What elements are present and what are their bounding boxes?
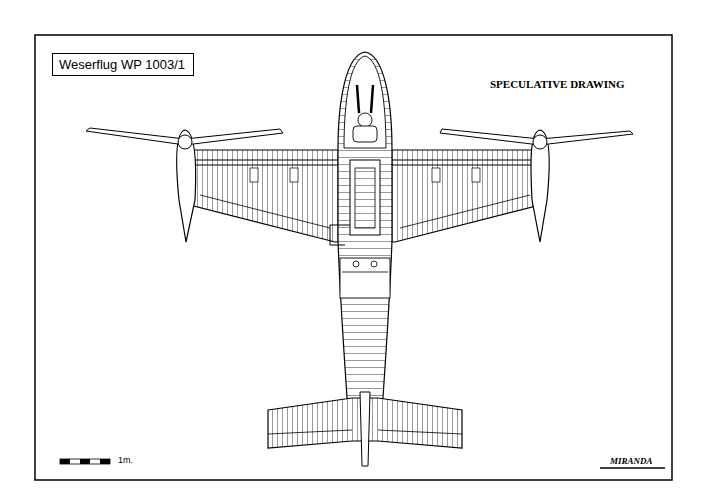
wing	[190, 150, 540, 242]
fuselage	[338, 52, 392, 440]
cockpit	[344, 56, 386, 148]
drawing-note: SPECULATIVE DRAWING	[490, 78, 625, 90]
nacelle	[531, 130, 549, 242]
title-text: Weserflug WP 1003/1	[59, 57, 187, 72]
fin	[360, 392, 370, 466]
scale-label: 1m.	[118, 455, 133, 465]
scale-bar	[60, 459, 110, 464]
author-signature: MIRANDA	[610, 456, 653, 466]
sheet-frame	[35, 35, 672, 480]
nacelle	[177, 130, 196, 242]
title-box: Weserflug WP 1003/1	[52, 53, 194, 76]
